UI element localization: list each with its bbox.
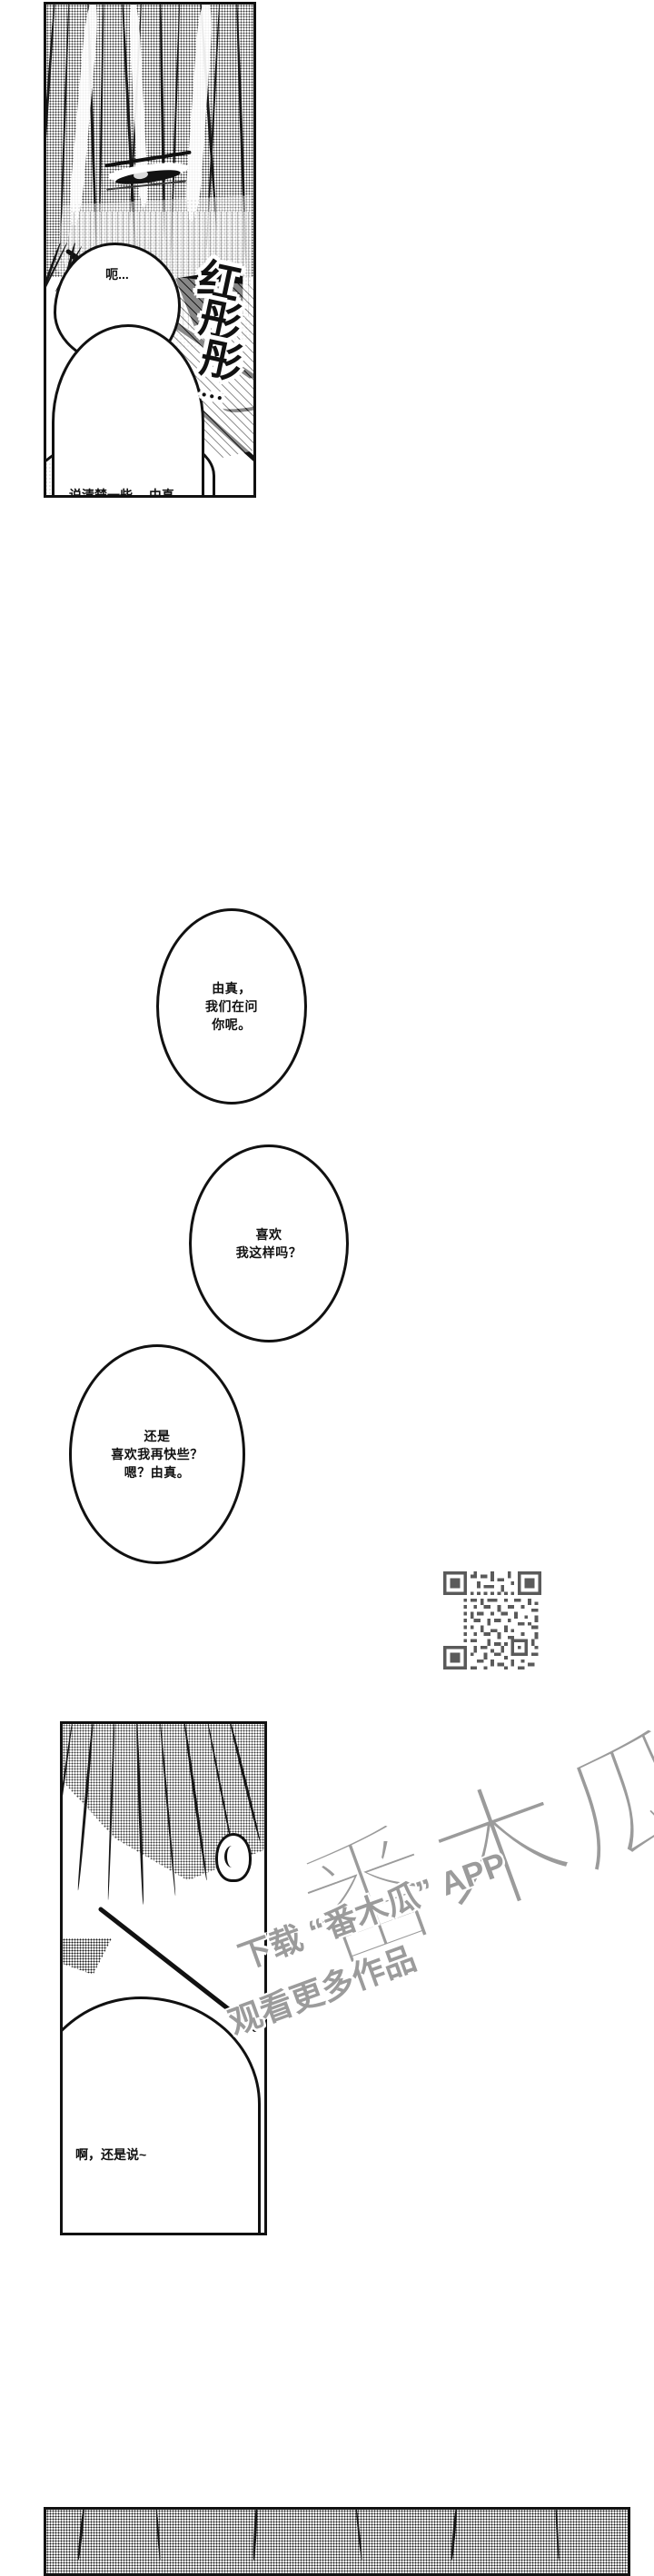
bubble-uh-text: 呃...: [105, 267, 129, 282]
bubble-like-this-text: 喜欢 我这样吗？: [235, 1226, 302, 1260]
ear-inner: [224, 1846, 240, 1868]
watermark: 番木瓜 下载 “番木瓜” APP 观看更多作品: [223, 1707, 654, 2094]
bubble-yuzhen-asking[interactable]: 由真， 我们在问 你呢。: [156, 908, 307, 1105]
bubble-say-clearly-text: 说清楚一些， 由真。: [69, 488, 187, 498]
bubble-faster-text: 还是 喜欢我再快些？ 嗯？由真。: [111, 1428, 203, 1481]
panel-1: 呃... 说清楚一些， 由真。 红 彤 彤 …: [44, 2, 256, 498]
bubble-ah-or[interactable]: 啊，还是说~: [75, 2145, 239, 2164]
bubble-say-clearly[interactable]: 说清楚一些， 由真。: [52, 324, 204, 498]
watermark-line2: 观看更多作品: [223, 1939, 421, 2042]
qr-code[interactable]: [443, 1571, 541, 1669]
watermark-line1-text: 下载 “番木瓜”: [233, 1868, 448, 1977]
watermark-logo: 番木瓜: [279, 1707, 654, 1995]
panel-3: [44, 2507, 630, 2576]
bubble-faster[interactable]: 还是 喜欢我再快些？ 嗯？由真。: [69, 1344, 245, 1564]
bubble-like-this[interactable]: 喜欢 我这样吗？: [189, 1144, 349, 1342]
watermark-line1: 下载 “番木瓜” APP: [231, 1838, 511, 1979]
qr-code-svg: [443, 1571, 541, 1669]
hair-strands-panel2: [63, 1724, 264, 1933]
shoulder-shape-panel2: [63, 1996, 261, 2233]
bubble-ah-or-text: 啊，还是说~: [75, 2147, 147, 2162]
panel-3-hair-strands: [46, 2510, 628, 2573]
watermark-app-label: APP: [434, 1845, 511, 1903]
hair-shadow-tone: [63, 1938, 112, 1975]
bubble-yuzhen-asking-text: 由真， 我们在问 你呢。: [205, 980, 258, 1033]
eye-region: [103, 141, 193, 204]
panel-2: 啊，还是说~: [60, 1721, 267, 2235]
